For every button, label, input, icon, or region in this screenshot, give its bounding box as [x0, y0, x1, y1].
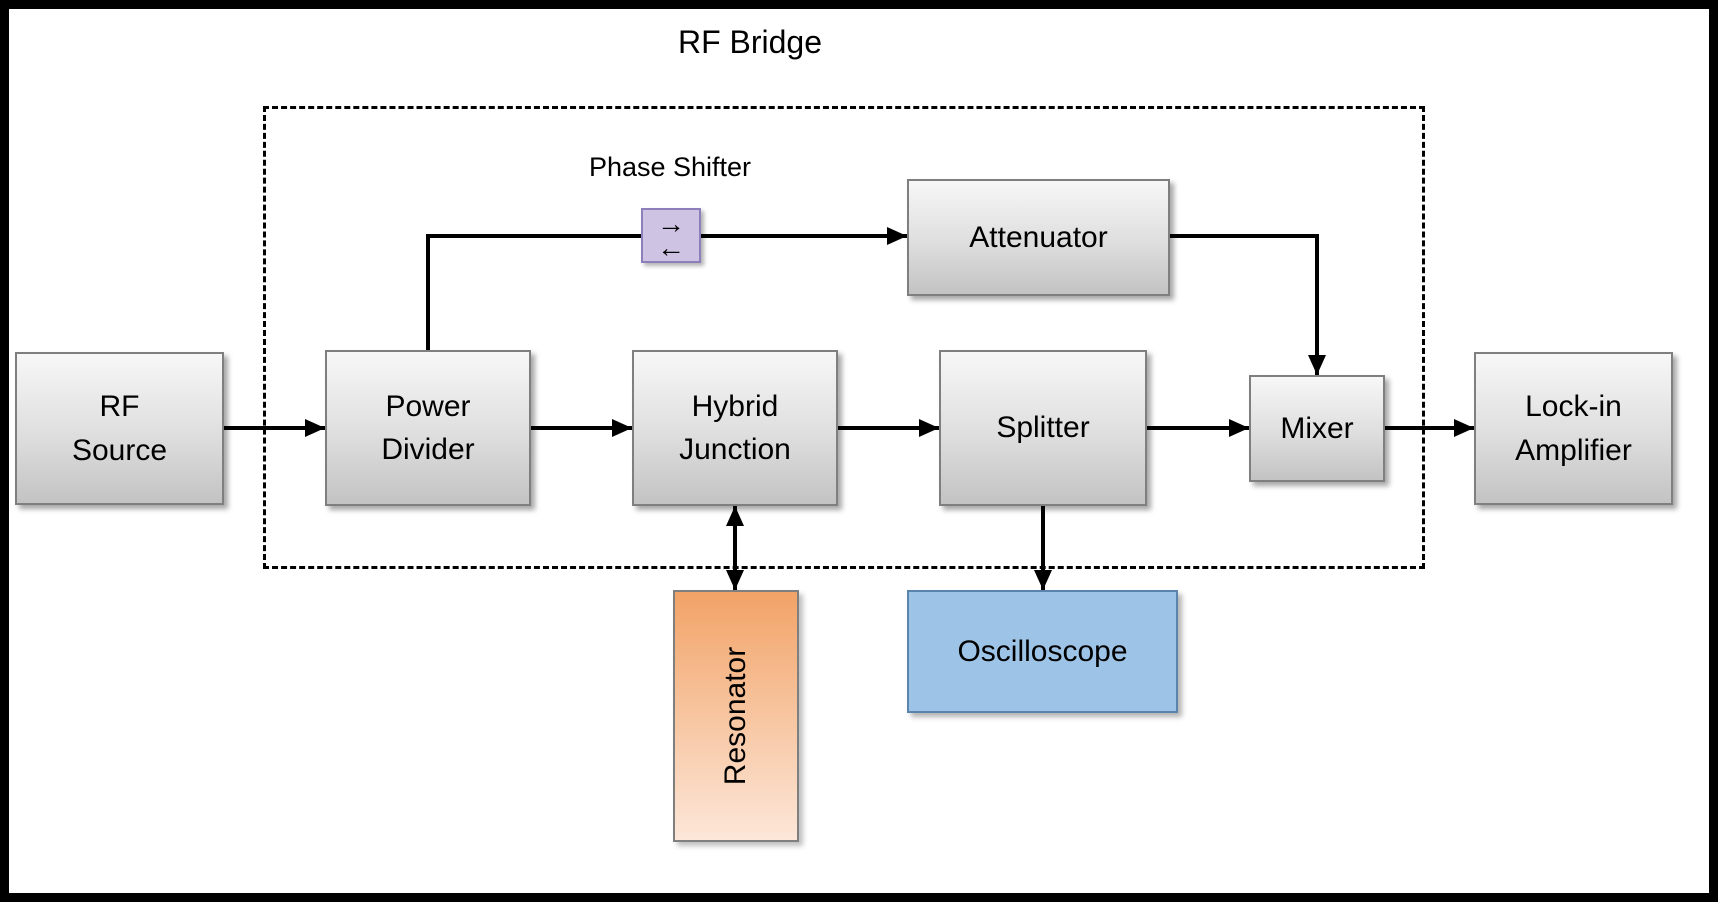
- phase-shifter-label: Phase Shifter: [588, 152, 752, 182]
- node-resonator: Resonator: [673, 590, 799, 842]
- rf-bridge-boundary: [263, 106, 1425, 569]
- node-hybrid-junction: Hybrid Junction: [632, 350, 838, 506]
- node-attenuator: Attenuator: [907, 179, 1170, 296]
- node-mixer: Mixer: [1249, 375, 1385, 482]
- diagram-title: RF Bridge: [677, 24, 823, 60]
- right-arrow-icon: →: [657, 207, 685, 239]
- resonator-label: Resonator: [719, 646, 753, 786]
- node-power-divider: Power Divider: [325, 350, 531, 506]
- node-phase-shifter: → ←: [641, 208, 701, 263]
- node-lockin-amplifier: Lock-in Amplifier: [1474, 352, 1673, 505]
- node-oscilloscope: Oscilloscope: [907, 590, 1178, 713]
- left-arrow-icon: ←: [657, 231, 685, 263]
- arrow-attenuator-to-mixer: [1170, 234, 1326, 375]
- line-power-divider-to-phase-shifter: [426, 234, 641, 350]
- node-splitter: Splitter: [939, 350, 1147, 506]
- oscilloscope-label: Oscilloscope: [957, 634, 1128, 668]
- node-rf-source: RF Source: [15, 352, 224, 505]
